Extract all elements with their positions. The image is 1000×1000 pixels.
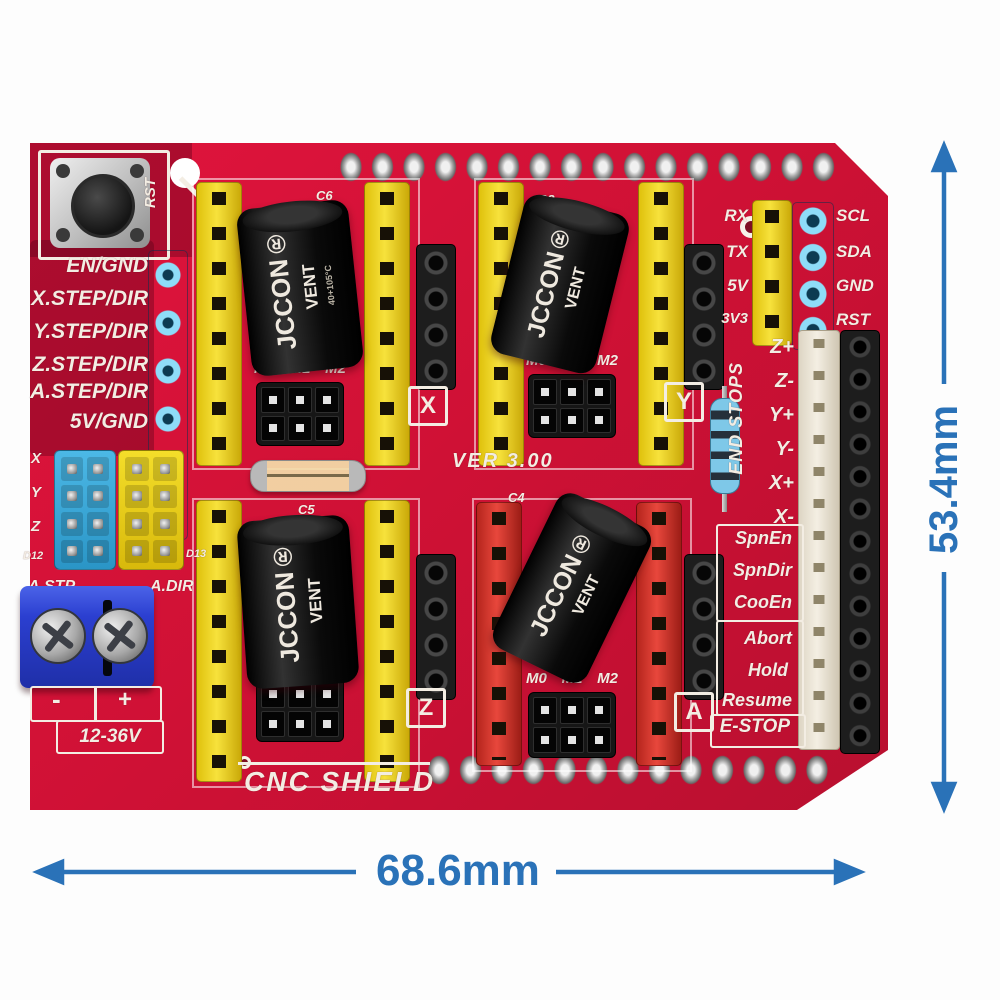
pin-label: Z.STEP/DIR xyxy=(32,353,148,376)
jumper-pin-label: D12 xyxy=(23,550,44,562)
board-title: CNC SHIELD xyxy=(244,766,436,797)
pin-label: EN/GND xyxy=(66,254,148,277)
comm-label: 5V xyxy=(727,276,748,295)
aux-header-black xyxy=(416,244,456,390)
endstop-label: Y- xyxy=(775,438,794,460)
voltage-range-label: 12-36V xyxy=(79,726,141,747)
aux-header-black xyxy=(416,554,456,700)
m2-label: M2 xyxy=(597,670,618,687)
control-label: E-STOP xyxy=(719,716,790,737)
reset-button-outline xyxy=(38,150,170,260)
cap-marking: VENT xyxy=(298,263,322,311)
minus-label: - xyxy=(52,684,61,714)
comm-header-blue xyxy=(792,202,834,350)
cap-ref: C5 xyxy=(298,502,315,517)
resistor xyxy=(710,398,740,494)
reset-button-cap xyxy=(71,174,135,238)
endstop-header-white xyxy=(798,330,840,750)
terminal-screw xyxy=(92,608,148,664)
pin-label: 5V/GND xyxy=(69,410,148,433)
comm-label: SDA xyxy=(836,242,872,261)
axis-label-y: Y xyxy=(664,382,704,422)
pcb-shade-labels xyxy=(30,240,154,456)
silkscreen-line xyxy=(238,762,430,765)
jumper-row-label: Z xyxy=(31,518,41,535)
control-label: SpnDir xyxy=(732,560,792,580)
axis-label-z: Z xyxy=(406,688,446,728)
plus-label: + xyxy=(118,686,133,713)
comm-label: RST xyxy=(836,310,870,329)
endstop-label: X- xyxy=(774,506,794,528)
pin-label: Y.STEP/DIR xyxy=(33,320,148,343)
jumper-row-label: X xyxy=(31,450,42,467)
comm-label: 3V3 xyxy=(721,310,748,327)
jumper-pin-label: D13 xyxy=(186,548,207,560)
control-label: SpnEn xyxy=(735,528,792,548)
jumper-block-yellow xyxy=(118,450,184,570)
driver-header-x-right xyxy=(364,182,410,466)
reset-label: RST xyxy=(142,178,159,208)
endstop-label: Z- xyxy=(775,370,794,392)
jumper-block-blue xyxy=(54,450,116,570)
endstop-label: X+ xyxy=(768,472,794,494)
jumper-row-label: Y xyxy=(31,484,42,501)
driver-header-z-left xyxy=(196,500,242,782)
height-dimension-label: 53.4mm xyxy=(921,404,966,554)
endstop-label: Y+ xyxy=(768,404,794,426)
pin-label: X.STEP/DIR xyxy=(31,287,148,310)
comm-label: TX xyxy=(726,242,748,261)
endstop-header-black xyxy=(840,330,880,754)
axis-label-x: X xyxy=(408,386,448,426)
driver-header-z-right xyxy=(364,500,410,782)
endstops-title: END STOPS xyxy=(726,362,746,475)
comm-header-yellow xyxy=(752,200,792,346)
version-label: VER 3.00 xyxy=(452,450,554,472)
cap-brand: JCCON® xyxy=(266,541,305,665)
comm-label: GND xyxy=(836,276,874,295)
cap-rating: 40+105°C xyxy=(322,264,337,306)
cap-marking: VENT xyxy=(303,577,327,625)
reset-button xyxy=(50,158,150,248)
adir-label: A.DIR xyxy=(150,578,194,595)
driver-header-y-right xyxy=(638,182,684,466)
capacitor-z: JCCON®VENT xyxy=(236,514,360,690)
width-dimension-label: 68.6mm xyxy=(376,846,540,895)
microstep-jumper-header-y xyxy=(528,374,616,438)
comm-label: SCL xyxy=(836,206,870,225)
comm-label: RX xyxy=(724,206,748,225)
voltage-range-box: 12-36V xyxy=(56,720,164,754)
control-label: CooEn xyxy=(734,592,792,612)
pin-label: A.STEP/DIR xyxy=(30,380,148,403)
control-box-estop xyxy=(710,714,806,748)
cap-ref: C4 xyxy=(508,490,525,505)
axis-label-a: A xyxy=(674,692,714,732)
cap-ref: C6 xyxy=(316,188,333,203)
control-label: Abort xyxy=(744,628,792,648)
microstep-jumper-header-x xyxy=(256,382,344,446)
control-label: Hold xyxy=(748,660,788,680)
aux-header-black xyxy=(684,244,724,390)
terminal-screw xyxy=(30,608,86,664)
driver-header-x-left xyxy=(196,182,242,466)
endstop-label: Z+ xyxy=(770,336,794,358)
cap-brand: JCCON® xyxy=(259,228,302,352)
control-label: Resume xyxy=(721,690,792,710)
power-terminal xyxy=(20,586,154,688)
height-dimension-wrap: 53.4mm xyxy=(884,386,1000,572)
glass-fuse xyxy=(250,460,366,492)
m2-label: M2 xyxy=(597,352,618,369)
polarity-box xyxy=(30,686,162,722)
m0-label: M0 xyxy=(526,670,547,687)
microstep-jumper-header-a xyxy=(528,692,616,758)
